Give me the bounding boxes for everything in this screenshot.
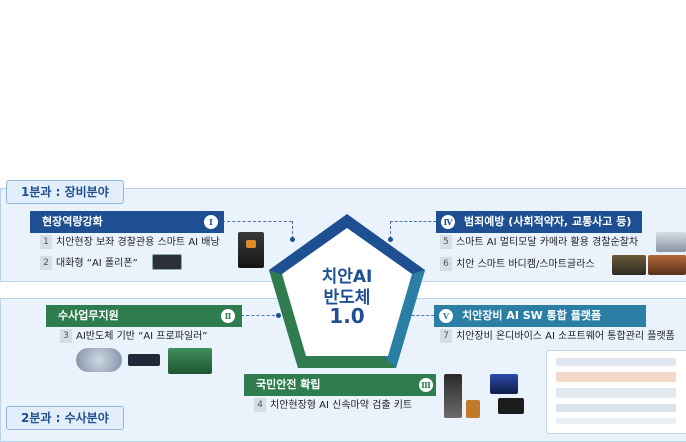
item-text: AI반도체 기반 “AI 프로파일러”	[76, 331, 208, 342]
pentagon-teal-edge	[382, 270, 425, 368]
drug-test-device-image	[498, 398, 524, 414]
platform-diagram-row	[556, 404, 676, 412]
list-item: 2 대화형 “AI 폴리폰”	[40, 256, 138, 272]
section-title: 치안장비 AI SW 통합 플랫폼	[462, 309, 602, 322]
section-header-public-safety: 국민안전 확립	[244, 374, 436, 396]
center-title-line3: 1.0	[329, 304, 365, 328]
item-text: 치안현장형 AI 신속마약 검출 키트	[270, 400, 413, 411]
item-text: 치안장비 온디바이스 AI 소프트웨어 통합관리 플랫폼	[456, 331, 675, 342]
center-title-line1: 치안AI	[321, 267, 373, 287]
center-pentagon	[269, 214, 425, 368]
list-item: 4 치안현장형 AI 신속마약 검출 키트	[254, 398, 412, 414]
item-text: 치안 스마트 바디캠/스마트글라스	[456, 259, 595, 270]
roman-numeral-4: Ⅳ	[440, 214, 456, 230]
section-header-sw-platform: 치안장비 AI SW 통합 플랫폼	[434, 305, 646, 327]
section-header-crime-prevention: 범죄예방 (사회적약자, 교통사고 등)	[436, 211, 642, 233]
drug-test-display-image	[490, 374, 518, 394]
roman-numeral-5: Ⅴ	[438, 308, 454, 324]
section-title: 국민안전 확립	[256, 378, 321, 391]
smartglass-image	[648, 255, 686, 275]
section-header-field-capability: 현장역량강화	[30, 211, 224, 233]
patrol-car-image	[656, 232, 686, 252]
section-title: 현장역량강화	[42, 215, 103, 228]
item-text: 대화형 “AI 폴리폰”	[56, 258, 138, 269]
section-title: 수사업무지원	[58, 309, 119, 322]
backpack-light-icon	[246, 240, 256, 248]
connector-line	[222, 221, 292, 222]
polyphone-image	[152, 254, 182, 270]
item-text: 치안현장 보좌 경찰관용 스마트 AI 배낭	[56, 237, 220, 248]
platform-diagram-row	[556, 418, 676, 424]
item-number: 6	[440, 257, 452, 271]
connector-line	[236, 315, 280, 316]
roman-numeral-2: Ⅱ	[220, 308, 236, 324]
connector-line	[390, 221, 436, 222]
connector-line	[292, 221, 293, 239]
drug-test-vial-image	[466, 400, 480, 418]
list-item: 5 스마트 AI 멀티모달 카메라 활용 경찰순찰차	[440, 235, 638, 251]
profiler-board-image	[168, 348, 212, 374]
section-title: 범죄예방 (사회적약자, 교통사고 등)	[464, 215, 632, 228]
backpack-image	[238, 232, 264, 268]
connector-dot	[276, 313, 281, 318]
list-item: 1 치안현장 보좌 경찰관용 스마트 AI 배낭	[40, 235, 220, 251]
list-item: 7 치안장비 온디바이스 AI 소프트웨어 통합관리 플랫폼	[440, 329, 675, 345]
connector-dot	[290, 237, 295, 242]
roman-numeral-1: Ⅰ	[203, 214, 219, 230]
division1-label: 1분과 : 장비분야	[6, 180, 124, 204]
center-title-line2: 반도체	[323, 288, 371, 308]
section-header-investigation-support: 수사업무지원	[46, 305, 242, 327]
item-number: 5	[440, 235, 452, 249]
item-number: 1	[40, 235, 52, 249]
profiler-device-image	[76, 348, 122, 372]
platform-diagram-row	[556, 388, 676, 398]
platform-diagram-row	[556, 358, 676, 366]
list-item: 6 치안 스마트 바디캠/스마트글라스	[440, 257, 595, 273]
connector-dot	[388, 237, 393, 242]
list-item: 3 AI반도체 기반 “AI 프로파일러”	[60, 329, 207, 345]
drug-test-kit-image	[444, 374, 462, 418]
platform-diagram-row	[556, 372, 676, 382]
pentagon-inner	[282, 228, 412, 356]
roman-numeral-3: Ⅲ	[418, 377, 434, 393]
connector-line	[390, 221, 391, 239]
item-number: 2	[40, 256, 52, 270]
item-text: 스마트 AI 멀티모달 카메라 활용 경찰순찰차	[456, 237, 639, 248]
connector-line	[402, 315, 434, 316]
item-number: 3	[60, 329, 72, 343]
item-number: 4	[254, 398, 266, 412]
profiler-chip-image	[128, 354, 160, 366]
division2-label: 2분과 : 수사분야	[6, 406, 124, 430]
bodycam-image	[612, 255, 646, 275]
item-number: 7	[440, 329, 452, 343]
